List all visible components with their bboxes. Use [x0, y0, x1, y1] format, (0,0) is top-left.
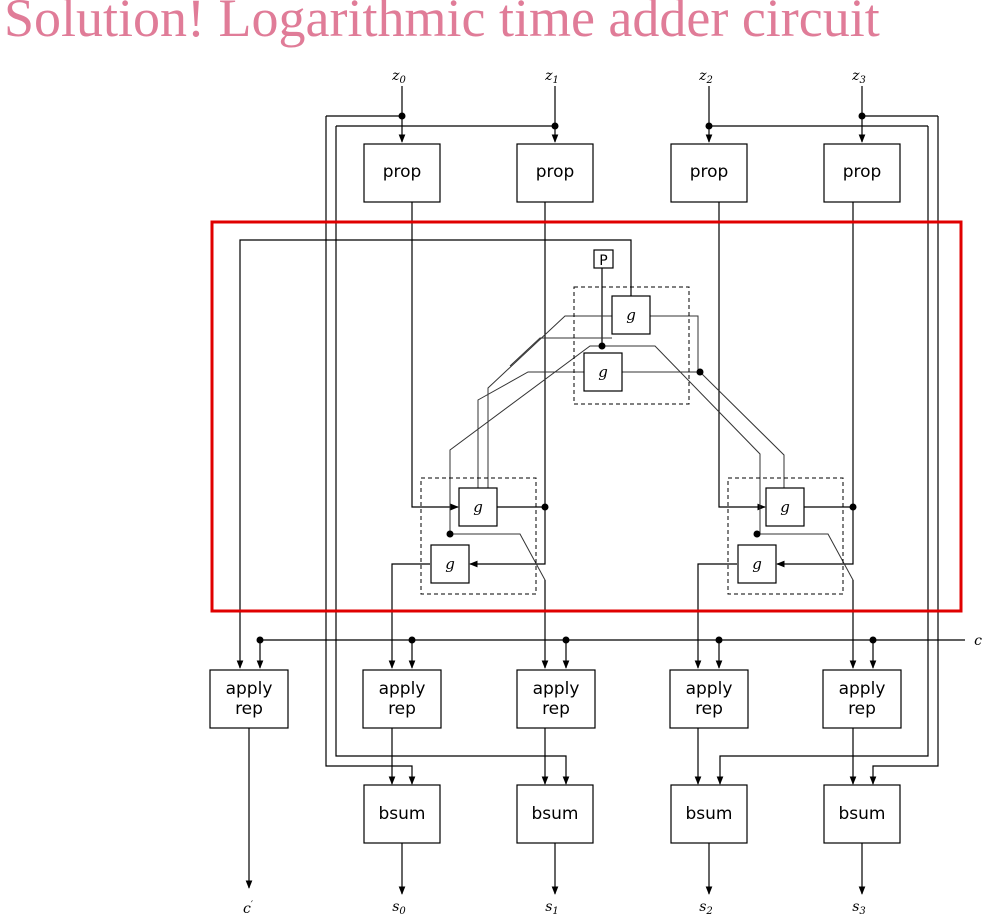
g-label: g: [780, 498, 790, 516]
bsum-label: bsum: [839, 804, 886, 824]
apply-label: apply: [533, 679, 580, 699]
g-label: g: [752, 555, 762, 573]
rep-label: rep: [848, 699, 876, 719]
rep-label: rep: [388, 699, 416, 719]
prop-label: prop: [536, 162, 575, 182]
page-title: Solution! Logarithmic time adder circuit: [4, 0, 880, 48]
apply-rep-block-1: apply rep: [516, 669, 596, 729]
apply-rep-block-3: apply rep: [822, 669, 902, 729]
prop-block-0: prop: [363, 143, 441, 203]
prop-block-3: prop: [823, 143, 901, 203]
prop-block-2: prop: [670, 143, 748, 203]
bsum-block-3: bsum: [823, 784, 901, 844]
rep-label: rep: [695, 699, 723, 719]
input-label-z3: z3: [851, 68, 866, 86]
g-label: g: [626, 306, 636, 324]
junction-dots: [256, 112, 877, 644]
rep-label: rep: [235, 699, 263, 719]
apply-label: apply: [686, 679, 733, 699]
output-label-s1: s1: [545, 899, 559, 917]
bsum-block-1: bsum: [516, 784, 594, 844]
rep-label: rep: [542, 699, 570, 719]
carry-in-label: c: [974, 633, 982, 649]
bsum-label: bsum: [686, 804, 733, 824]
highlight-box: [210, 220, 963, 613]
input-label-z1: z1: [544, 68, 559, 86]
prop-block-1: prop: [516, 143, 594, 203]
g-block-right-1: g: [765, 487, 805, 527]
apply-label: apply: [379, 679, 426, 699]
g-label: g: [445, 555, 455, 573]
g-block-top-1: g: [611, 295, 651, 335]
g-block-top-2: g: [583, 352, 623, 392]
apply-label: apply: [226, 679, 273, 699]
p-label: P: [599, 253, 607, 269]
output-label-s0: s0: [392, 899, 406, 917]
apply-rep-block-2: apply rep: [669, 669, 749, 729]
g-block-left-1: g: [458, 487, 498, 527]
g-block-right-2: g: [737, 544, 777, 584]
input-label-z0: z0: [391, 68, 406, 86]
prop-label: prop: [383, 162, 422, 182]
bsum-block-0: bsum: [363, 784, 441, 844]
right-g-group: [727, 477, 844, 595]
prop-label: prop: [843, 162, 882, 182]
input-label-z2: z2: [698, 68, 713, 86]
apply-rep-block-0: apply rep: [362, 669, 442, 729]
prop-label: prop: [690, 162, 729, 182]
input-wires: [326, 86, 938, 143]
carry-out-label: c′: [243, 900, 254, 917]
top-g-group: [573, 286, 690, 405]
bsum-block-2: bsum: [670, 784, 748, 844]
output-label-s2: s2: [699, 899, 713, 917]
apply-label: apply: [839, 679, 886, 699]
bsum-label: bsum: [379, 804, 426, 824]
carry-in-bus: [256, 580, 965, 669]
g-label: g: [473, 498, 483, 516]
network-wires: [388, 268, 854, 669]
bypass-wires: [325, 116, 939, 785]
output-label-s3: s3: [852, 899, 866, 917]
output-wires: [245, 728, 866, 895]
prop-output-wires: [411, 202, 854, 568]
g-label: g: [598, 363, 608, 381]
g-block-left-2: g: [430, 544, 470, 584]
carry-out-wire: [236, 239, 632, 669]
left-g-group: [420, 477, 537, 595]
bsum-label: bsum: [532, 804, 579, 824]
apply-rep-block-carry: apply rep: [209, 669, 289, 729]
p-block: P: [593, 249, 614, 269]
